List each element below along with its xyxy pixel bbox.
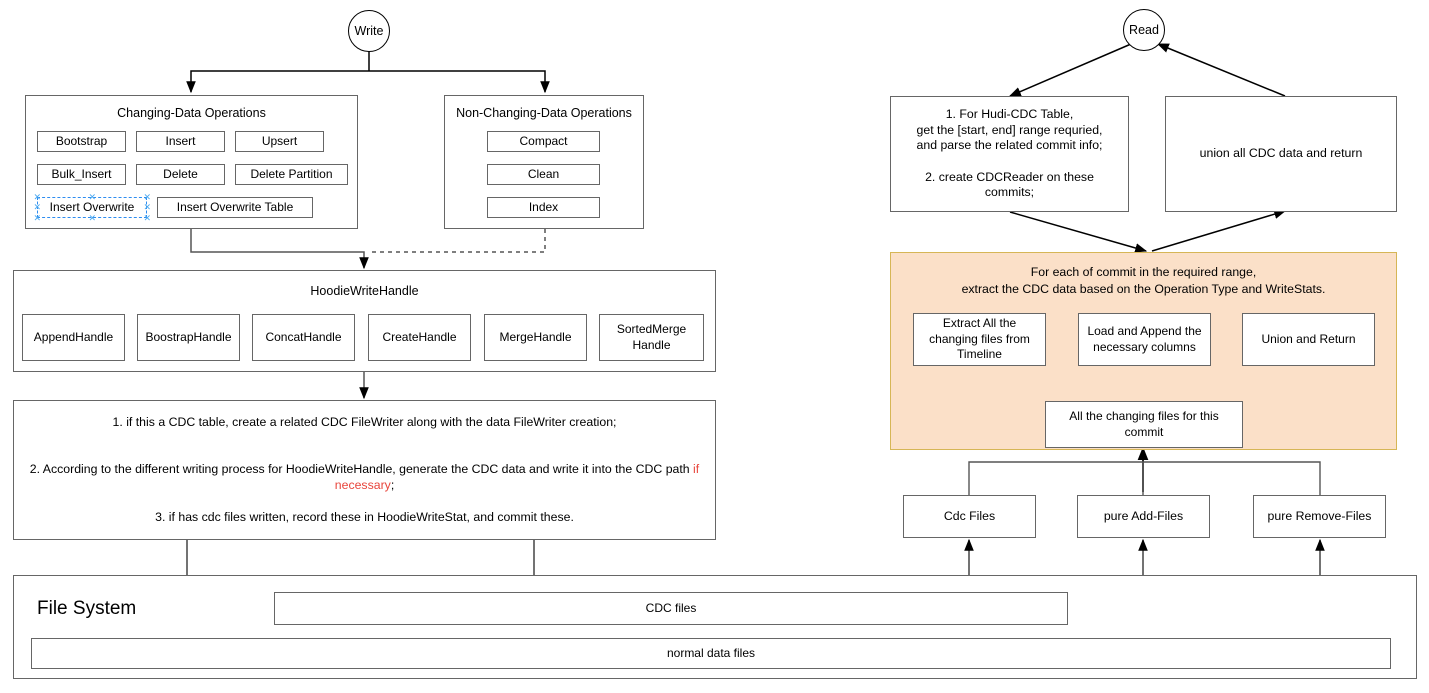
file-system-cdc-files[interactable]: CDC files	[274, 592, 1068, 625]
handle-append[interactable]: AppendHandle	[22, 314, 125, 361]
handle-merge[interactable]: MergeHandle	[484, 314, 587, 361]
cdc-write-step-1: 1. if this a CDC table, create a related…	[112, 414, 617, 429]
op-upsert[interactable]: Upsert	[235, 131, 324, 152]
op-insert-overwrite-table[interactable]: Insert Overwrite Table	[157, 197, 313, 218]
write-start-label: Write	[354, 24, 384, 38]
file-kind-cdc-files[interactable]: Cdc Files	[903, 495, 1036, 538]
op-compact[interactable]: Compact	[487, 131, 600, 152]
op-clean[interactable]: Clean	[487, 164, 600, 185]
op-index[interactable]: Index	[487, 197, 600, 218]
per-commit-panel-header: For each of commit in the required range…	[961, 265, 1326, 296]
changing-data-operations-title: Changing-Data Operations	[117, 106, 266, 120]
handle-boostrap[interactable]: BoostrapHandle	[137, 314, 240, 361]
commit-all-changing-files-box[interactable]: All the changing files for this commit	[1045, 401, 1243, 448]
hoodie-write-handle-group: HoodieWriteHandle	[13, 270, 716, 372]
op-insert-overwrite[interactable]: Insert Overwrite	[37, 197, 147, 218]
op-bootstrap[interactable]: Bootstrap	[37, 131, 126, 152]
cdc-write-step-2-post: ;	[390, 477, 395, 492]
commit-step-extract-changing-files[interactable]: Extract All the changing files from Time…	[913, 313, 1046, 366]
op-bulk-insert[interactable]: Bulk_Insert	[37, 164, 126, 185]
read-start-label: Read	[1129, 23, 1159, 37]
read-union-box: union all CDC data and return	[1165, 96, 1397, 212]
cdc-write-step-2-pre: 2. According to the different writing pr…	[29, 462, 694, 477]
read-prepare-box: 1. For Hudi-CDC Table, get the [start, e…	[890, 96, 1129, 212]
commit-step-load-append-columns[interactable]: Load and Append the necessary columns	[1078, 313, 1211, 366]
op-delete-partition[interactable]: Delete Partition	[235, 164, 348, 185]
cdc-write-step-2-highlight: if necessary	[334, 462, 700, 492]
write-start-node[interactable]: Write	[348, 10, 390, 52]
file-kind-pure-remove-files[interactable]: pure Remove-Files	[1253, 495, 1386, 538]
file-system-title: File System	[37, 598, 137, 619]
op-insert[interactable]: Insert	[136, 131, 225, 152]
cdc-write-steps-box: 1. if this a CDC table, create a related…	[13, 400, 716, 540]
op-delete[interactable]: Delete	[136, 164, 225, 185]
handle-concat[interactable]: ConcatHandle	[252, 314, 355, 361]
cdc-write-step-2: 2. According to the different writing pr…	[28, 446, 701, 493]
non-changing-data-operations-title: Non-Changing-Data Operations	[456, 106, 632, 120]
file-system-normal-data-files[interactable]: normal data files	[31, 638, 1391, 669]
cdc-write-step-3: 3. if has cdc files written, record thes…	[155, 509, 574, 524]
commit-step-union-return[interactable]: Union and Return	[1242, 313, 1375, 366]
hoodie-write-handle-title: HoodieWriteHandle	[310, 284, 419, 298]
handle-sorted-merge[interactable]: SortedMerge Handle	[599, 314, 704, 361]
file-kind-pure-add-files[interactable]: pure Add-Files	[1077, 495, 1210, 538]
read-start-node[interactable]: Read	[1123, 9, 1165, 51]
handle-create[interactable]: CreateHandle	[368, 314, 471, 361]
